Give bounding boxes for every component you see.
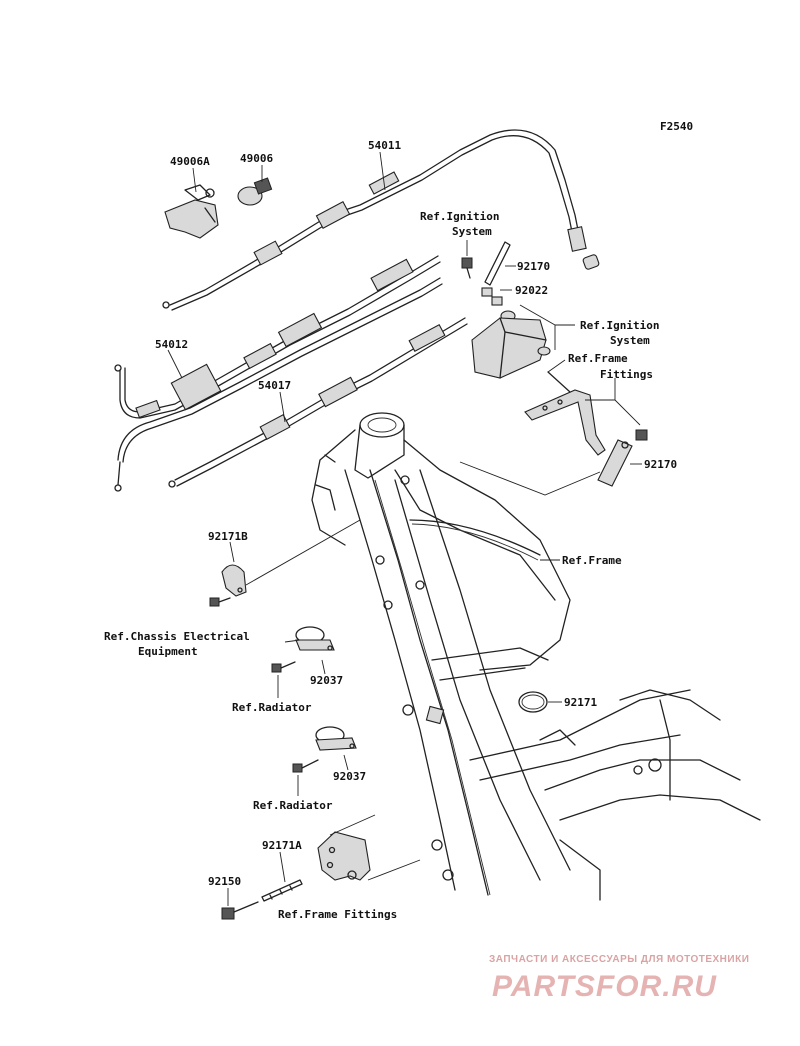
ref-frame-fittings-top-1: Ref.Frame <box>568 352 628 365</box>
leader-frame-fittings-top <box>547 359 641 426</box>
leader-92037-a <box>321 659 326 675</box>
leader-92171A <box>279 851 286 883</box>
strap-92170-top <box>484 241 511 286</box>
frame-fitting-plate <box>317 831 371 881</box>
leader-ignition-mid <box>519 304 575 350</box>
bracket-92037-a <box>271 626 335 673</box>
leader-54012 <box>167 349 183 379</box>
throttle-cable-54011 <box>162 129 600 311</box>
leader-54017 <box>279 391 286 423</box>
leader-92171B-frame <box>245 519 361 586</box>
part-92037-b: 92037 <box>333 770 366 783</box>
ref-radiator-a: Ref.Radiator <box>232 701 312 714</box>
clamp-92171B <box>209 564 247 607</box>
bolt-92150 <box>221 901 259 920</box>
part-92150: 92150 <box>208 875 241 888</box>
bracket-92037-b <box>292 726 357 773</box>
part-92171A: 92171A <box>262 839 302 852</box>
figure-code: F2540 <box>660 120 693 133</box>
ref-ignition-top-1: Ref.Ignition <box>420 210 499 223</box>
leader-chassis-electrical <box>284 639 301 643</box>
ref-ignition-top-2: System <box>452 225 492 238</box>
ref-chassis-electrical-1: Ref.Chassis Electrical <box>104 630 250 643</box>
cable-holder-49006A <box>164 184 219 239</box>
leader-49006A <box>192 167 197 193</box>
part-49006A: 49006A <box>170 155 210 168</box>
part-92170-mid: 92170 <box>644 458 677 471</box>
ignition-unit <box>471 317 551 379</box>
watermark-logo: PARTSFOR.RU <box>492 970 717 1003</box>
leader-frame-fitting-plate <box>329 814 421 881</box>
band-92171 <box>518 691 548 713</box>
part-54011: 54011 <box>368 139 401 152</box>
part-54017: 54017 <box>258 379 291 392</box>
part-49006: 49006 <box>240 152 273 165</box>
leader-frame-top <box>459 461 601 496</box>
part-92170-top: 92170 <box>517 260 550 273</box>
ref-ignition-mid-2: System <box>610 334 650 347</box>
ref-frame: Ref.Frame <box>562 554 622 567</box>
ref-chassis-electrical-2: Equipment <box>138 645 198 658</box>
grommet-92022 <box>481 287 516 322</box>
strap-92170-mid <box>597 439 633 487</box>
frame-fitting-bracket <box>524 371 606 456</box>
part-92022: 92022 <box>515 284 548 297</box>
throttle-cable-54012 <box>114 255 443 492</box>
part-92171B: 92171B <box>208 530 248 543</box>
nut-frame-fitting <box>635 429 648 441</box>
cable-54017 <box>168 317 468 488</box>
part-92171: 92171 <box>564 696 597 709</box>
part-92037-a: 92037 <box>310 674 343 687</box>
motorcycle-frame <box>311 412 761 901</box>
strap-92171A <box>261 879 303 902</box>
ref-radiator-b: Ref.Radiator <box>253 799 333 812</box>
leader-54011 <box>379 151 386 191</box>
leader-92171B <box>229 541 235 563</box>
cable-adjuster-49006 <box>237 177 273 206</box>
bolt-ignition <box>461 257 473 279</box>
watermark-tagline: ЗАПЧАСТИ И АКСЕССУАРЫ ДЛЯ МОТОТЕХНИКИ <box>489 954 749 965</box>
ref-ignition-mid-1: Ref.Ignition <box>580 319 659 332</box>
leader-92037-b <box>343 754 349 771</box>
ref-frame-fittings-bottom: Ref.Frame Fittings <box>278 908 397 921</box>
ref-frame-fittings-top-2: Fittings <box>600 368 653 381</box>
part-54012: 54012 <box>155 338 188 351</box>
